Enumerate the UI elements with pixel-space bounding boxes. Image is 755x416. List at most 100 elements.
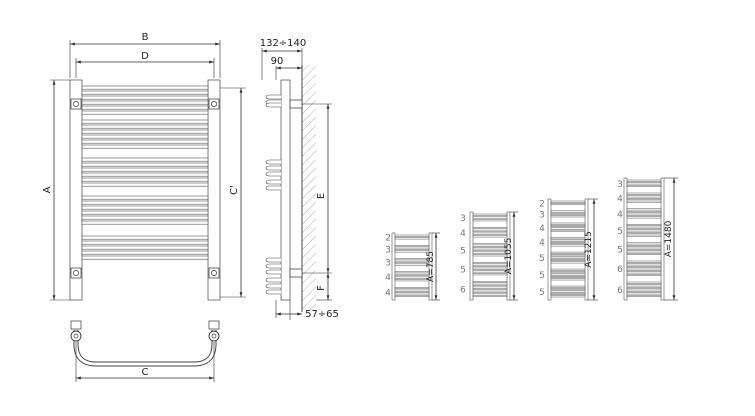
front-crossbar (81, 95, 209, 100)
front-crossbar (81, 215, 209, 220)
variant-tube (428, 232, 433, 301)
variant-crossbar (394, 263, 430, 266)
variant-crossbar (394, 237, 430, 240)
variant-crossbar (550, 295, 586, 298)
variant-crossbar (472, 270, 508, 273)
variant-height-label: A=785 (426, 251, 436, 282)
variant-group-count: 5 (460, 246, 466, 256)
front-crossbar (81, 124, 209, 129)
variant-crossbar (626, 208, 662, 211)
dim-d-label: D (141, 51, 149, 62)
variant-crossbar (472, 251, 508, 254)
side-bar-end (265, 277, 281, 283)
variant-crossbar (472, 294, 508, 297)
variant-group-count: 2 (539, 199, 545, 209)
variant-crossbar (472, 273, 508, 276)
variant-group-count: 4 (617, 210, 623, 220)
variant-crossbar (394, 250, 430, 253)
side-tube (280, 79, 291, 301)
variant-crossbar (550, 244, 586, 247)
variant-crossbar (626, 253, 662, 255)
variant-tube (469, 211, 474, 301)
variant-height-label: A=1055 (504, 238, 514, 275)
front-crossbar (81, 167, 209, 172)
variant-group-count: 3 (385, 258, 391, 268)
variant-group-count: 5 (617, 245, 623, 255)
side-bar-end (265, 289, 281, 295)
variant-crossbar (626, 195, 662, 198)
variant-crossbar (472, 216, 508, 219)
side-bar-end (265, 179, 281, 185)
variant-crossbar (550, 292, 586, 295)
variant-crossbar (394, 245, 430, 248)
variant-crossbar (550, 229, 586, 232)
variant-crossbar (550, 256, 586, 259)
dim-b-label: B (142, 32, 149, 43)
variant-crossbar (550, 254, 586, 257)
variant-crossbar (472, 235, 508, 238)
depth-90-label: 90 (271, 56, 284, 67)
front-crossbar (81, 220, 209, 225)
variant-crossbar (626, 179, 662, 182)
variant-crossbar (626, 242, 662, 245)
side-bar-end (265, 185, 281, 191)
variant-crossbar (394, 292, 430, 295)
variant-group-count: 3 (460, 214, 466, 224)
variant-crossbar (550, 271, 586, 274)
variant-group-count: 5 (539, 254, 545, 264)
variant-group-count: 6 (617, 286, 623, 296)
variant-crossbar (550, 215, 586, 218)
variant-tube (391, 232, 396, 301)
front-crossbar (81, 250, 209, 255)
variant-crossbar (626, 229, 662, 232)
variant-crossbar (626, 200, 662, 203)
variant-crossbar (626, 284, 662, 287)
front-crossbar (81, 144, 209, 149)
variant-tube (547, 198, 552, 301)
variant-crossbar (550, 273, 586, 276)
variant-group-count: 6 (460, 286, 466, 296)
variant-group-count: 3 (385, 245, 391, 255)
variant-crossbar (550, 259, 586, 261)
variant-crossbar (472, 246, 508, 248)
variant-crossbar (394, 273, 430, 276)
variant-crossbar (550, 278, 586, 281)
variant-crossbar (472, 229, 508, 232)
front-crossbar (81, 134, 209, 139)
variant-crossbar (550, 290, 586, 293)
side-bar-end (265, 102, 281, 108)
variant-crossbar (472, 254, 508, 257)
side-bar-ends (265, 94, 281, 295)
variant-crossbar (626, 224, 662, 226)
variant-crossbar (472, 281, 508, 283)
variant-crossbar (626, 245, 662, 247)
variant-crossbar (626, 266, 662, 268)
variant-crossbar (472, 283, 508, 286)
front-crossbar (81, 157, 209, 162)
variant-crossbar (550, 210, 586, 213)
variant-crossbar (472, 289, 508, 292)
variant-crossbar (550, 242, 586, 244)
front-crossbar (81, 205, 209, 210)
variant-group-count: 4 (460, 229, 466, 239)
variant-group-count: 4 (385, 289, 391, 299)
top-view: C (70, 320, 220, 382)
variant-crossbar (550, 227, 586, 230)
dim-c-prime-label: C' (229, 185, 240, 195)
variant-crossbar (626, 216, 662, 219)
front-crossbar (81, 255, 209, 260)
variant-crossbar (472, 219, 508, 222)
variant-group-count: 3 (617, 180, 623, 190)
front-view: B D A C' (42, 32, 246, 301)
variant-crossbar (550, 222, 586, 225)
variant-group-count: 5 (539, 271, 545, 281)
variant-crossbar (472, 264, 508, 267)
variant-crossbar (550, 239, 586, 242)
variant-crossbar (626, 213, 662, 216)
variant-crossbar (472, 267, 508, 270)
variant-crossbar (626, 263, 662, 266)
front-crossbar (81, 105, 209, 110)
